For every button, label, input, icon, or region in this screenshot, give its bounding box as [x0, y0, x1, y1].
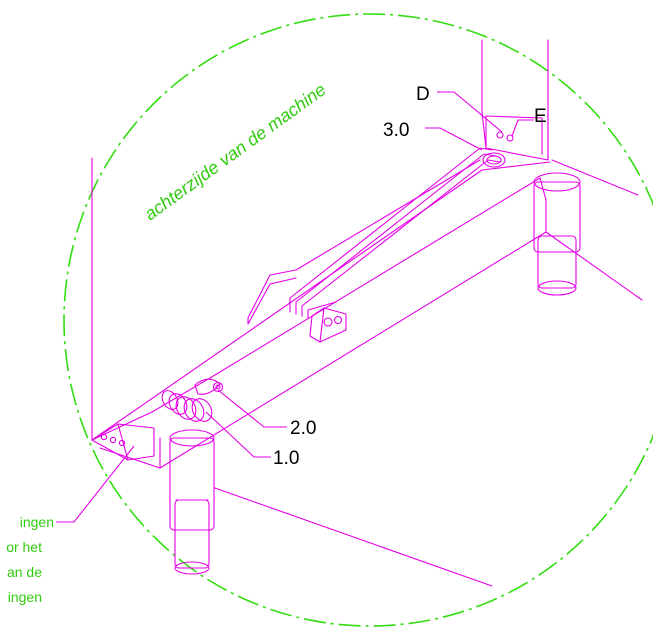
note-line: an de [7, 564, 42, 580]
label-1-0: 1.0 [273, 448, 299, 469]
label-3-0: 3.0 [383, 120, 409, 141]
label-2-0: 2.0 [290, 418, 316, 439]
connection-note: ingen or het an de ingen [6, 514, 54, 605]
note-line: or het [6, 539, 42, 555]
label-d: D [416, 84, 430, 105]
back-side-label: achterzijde van de machine [141, 79, 330, 224]
note-line: ingen [8, 589, 42, 605]
detail-circle [63, 13, 653, 627]
machine-frame [91, 39, 643, 587]
note-line: ingen [20, 514, 54, 530]
leader-lines [56, 91, 534, 523]
label-e: E [534, 106, 547, 127]
